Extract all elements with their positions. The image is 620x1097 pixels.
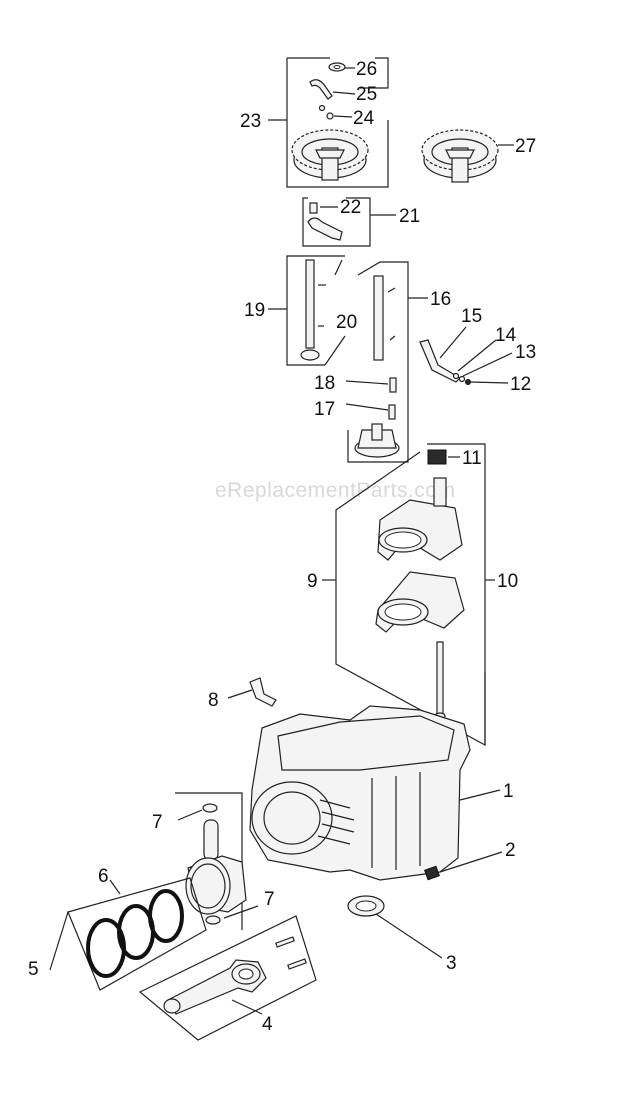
shaft-19-part	[300, 259, 326, 361]
governor-gear-part	[354, 423, 400, 458]
lever-25-part	[309, 79, 333, 100]
callout-5: 5	[28, 959, 39, 980]
callout-2: 2	[505, 840, 516, 861]
callout-27: 27	[515, 136, 536, 157]
washer-26-part	[328, 62, 346, 72]
callout-22: 22	[340, 197, 361, 218]
callout-8: 8	[208, 690, 219, 711]
callout-25: 25	[356, 84, 377, 105]
sleeve-17-part	[388, 404, 396, 420]
balance-weight-upper-part	[377, 477, 463, 561]
callout-12: 12	[510, 374, 531, 395]
callout-26: 26	[356, 59, 377, 80]
dipstick-part	[434, 641, 446, 720]
callout-3: 3	[446, 953, 457, 974]
callout-10: 10	[497, 571, 518, 592]
cam-gear-part	[291, 129, 369, 181]
group-box-4	[138, 915, 317, 1041]
piston-part	[185, 855, 247, 915]
connecting-rod-part	[163, 959, 267, 1015]
shaft-16-part	[373, 275, 396, 361]
crankcase-part	[249, 705, 471, 881]
callout-14: 14	[495, 325, 517, 346]
callout-9: 9	[307, 571, 318, 592]
callout-7a: 7	[152, 812, 163, 833]
group-box-21	[302, 197, 396, 247]
ring-clip-7-upper-part	[202, 803, 218, 813]
callout-16: 16	[430, 289, 451, 310]
group-box-19	[268, 255, 346, 366]
callout-17: 17	[314, 399, 335, 420]
callout-11: 11	[462, 448, 482, 469]
balance-weight-lower-part	[375, 571, 465, 633]
callout-7b: 7	[264, 889, 275, 910]
filter-11-part	[427, 449, 447, 465]
piston-pin-part	[203, 819, 219, 861]
callout-1: 1	[503, 781, 514, 802]
lever-21-part	[307, 202, 343, 241]
callout-21: 21	[399, 206, 420, 227]
callout-23: 23	[240, 111, 261, 132]
cam-gear-27-part	[421, 129, 499, 183]
plug-2-part	[424, 865, 440, 881]
piston-rings-part	[86, 889, 184, 978]
pin-18-part	[389, 377, 397, 393]
group-box-16	[347, 261, 428, 463]
group-box-23	[286, 57, 389, 188]
bracket-8-part	[249, 677, 277, 707]
watermark: eReplacementParts.com	[215, 479, 455, 502]
ring-clip-7-lower-part	[205, 915, 221, 925]
callout-20: 20	[336, 312, 357, 333]
callout-6: 6	[98, 866, 109, 887]
rod-bolts-part	[275, 936, 307, 970]
callout-19: 19	[244, 300, 265, 321]
callout-4: 4	[262, 1014, 273, 1035]
callout-15: 15	[461, 306, 482, 327]
callout-13: 13	[515, 342, 536, 363]
oil-seal-3-part	[347, 895, 385, 917]
group-box-9	[335, 443, 486, 747]
spring-24-part	[318, 104, 334, 120]
callout-18: 18	[314, 373, 335, 394]
cross-shaft-15-part	[419, 339, 471, 385]
callout-24: 24	[353, 108, 375, 129]
